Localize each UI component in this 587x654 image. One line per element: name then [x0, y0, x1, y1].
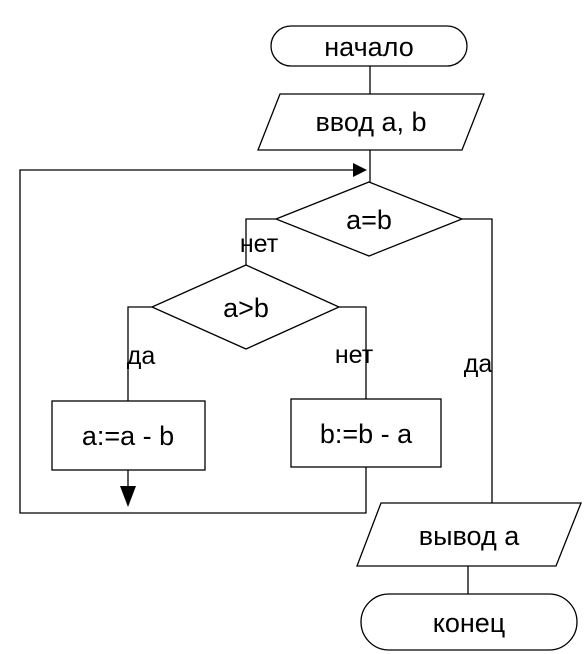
decision-a-equals-b: a=b [274, 181, 464, 257]
branch-label-cond2-yes: да [127, 342, 156, 370]
decision-a-equals-b-label: a=b [346, 205, 392, 235]
connector-cond2-no [339, 306, 367, 399]
arrowhead-loop [353, 163, 367, 177]
input-label: ввод a, b [315, 107, 426, 137]
branch-label-cond1-no: нет [240, 230, 279, 258]
output-label: вывод a [419, 521, 520, 551]
arrowhead-step-a [120, 486, 136, 507]
branch-label-cond1-yes: да [464, 350, 493, 378]
decision-a-greater-b: a>b [150, 264, 341, 350]
input-block: ввод a, b [257, 93, 485, 151]
branch-label-cond2-no: нет [335, 341, 374, 369]
end-terminator: конец [360, 593, 578, 651]
start-label: начало [324, 32, 414, 62]
connector-cond2-yes [127, 306, 152, 401]
output-block: вывод a [356, 502, 582, 567]
process-a-minus-b: a:=a - b [51, 400, 206, 471]
process-b-minus-a-label: b:=b - a [320, 419, 413, 449]
process-b-minus-a: b:=b - a [290, 398, 442, 468]
end-label: конец [433, 608, 506, 638]
connector-cond1-no [245, 218, 276, 265]
start-terminator: начало [270, 25, 468, 67]
loop-back-line [19, 169, 367, 514]
connectors [19, 66, 493, 594]
decision-a-greater-b-label: a>b [223, 293, 269, 323]
process-a-minus-b-label: a:=a - b [82, 421, 174, 451]
connector-cond1-yes [462, 218, 493, 503]
